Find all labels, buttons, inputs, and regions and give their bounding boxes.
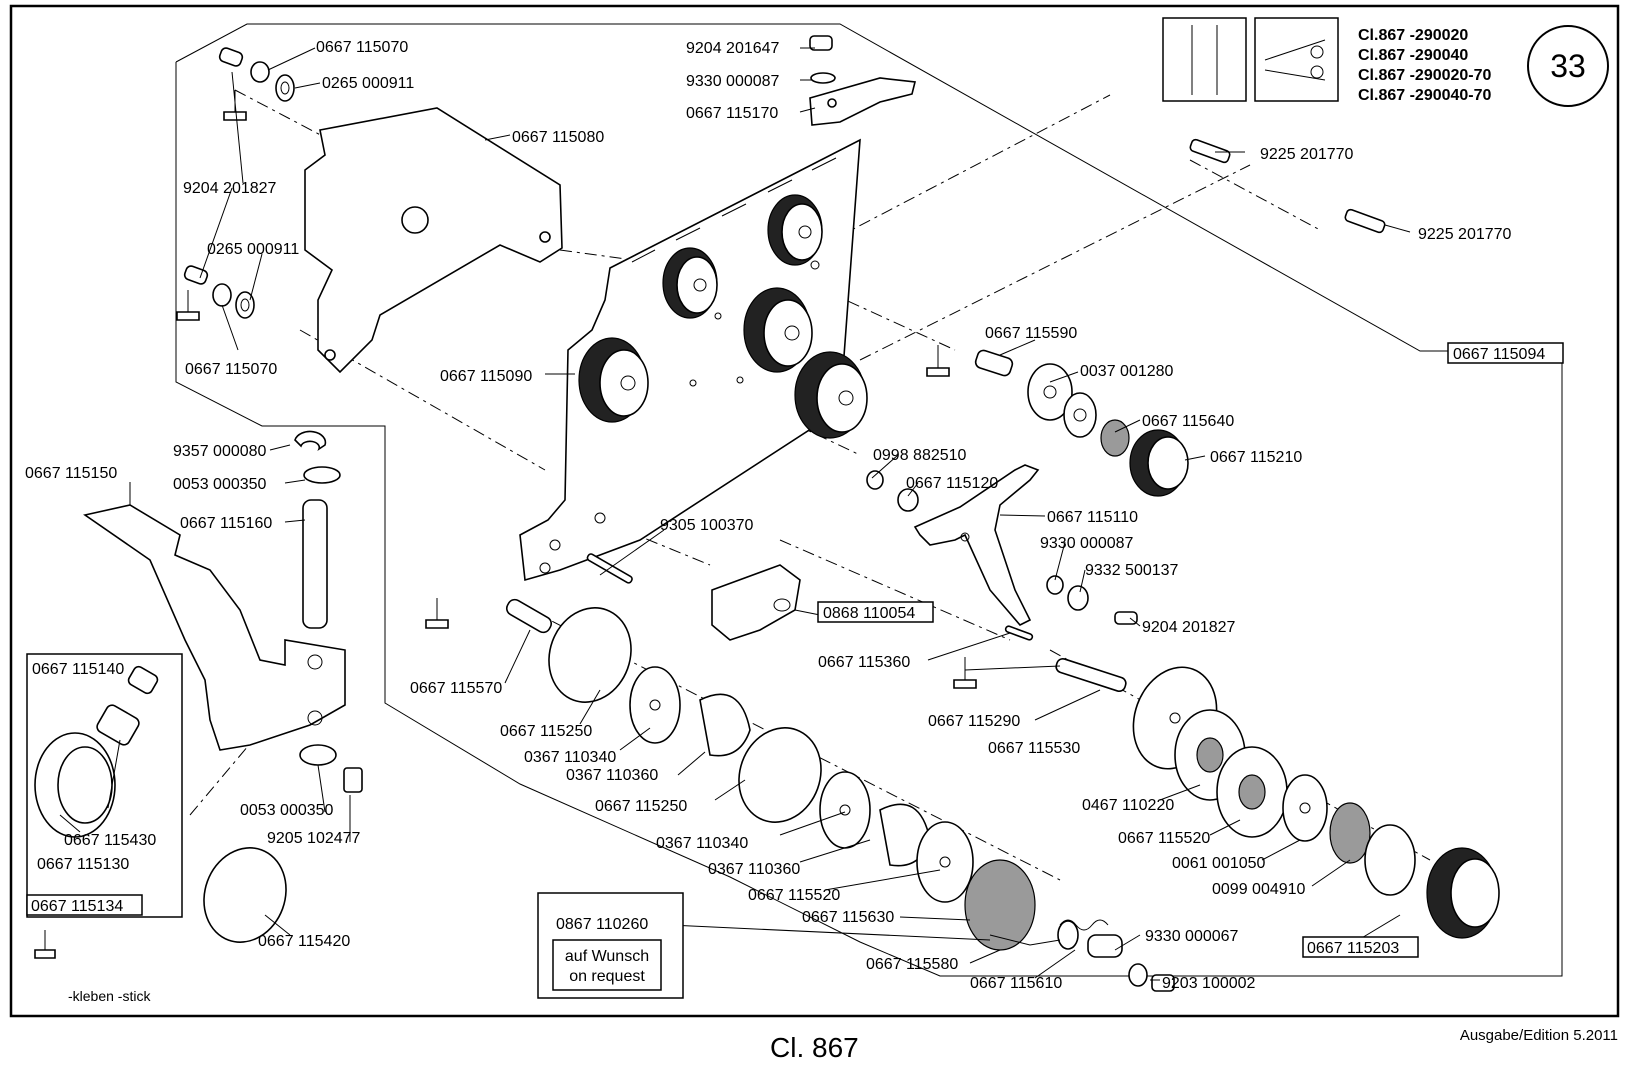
- part-label: 0667 115170: [686, 105, 778, 122]
- part-label: 9225 201770: [1418, 226, 1512, 243]
- tension-units: [578, 194, 868, 439]
- part-label: 0061 001050: [1172, 855, 1266, 872]
- glue-legend-text: -kleben -stick: [68, 988, 151, 1004]
- part-label: 9330 000067: [1145, 928, 1239, 945]
- part-label: 0667 115080: [512, 129, 604, 146]
- part-label: 9205 102477: [267, 830, 361, 847]
- label-box-110054: [817, 601, 934, 623]
- disc-stack-left: [548, 607, 1175, 992]
- part-label: 0053 000350: [173, 476, 267, 493]
- part-label: 0667 115250: [595, 798, 687, 815]
- part-label: 0667 115090: [440, 368, 532, 385]
- page-number: 33: [1550, 48, 1586, 84]
- disc-bottom-left: [203, 847, 287, 943]
- symbol-boxes: [1162, 17, 1339, 102]
- model-line-2: Cl.867 -290040: [1358, 47, 1468, 64]
- part-label: 0667 115070: [316, 39, 408, 56]
- part-label: 0667 115120: [906, 475, 998, 492]
- part-label: 0667 115210: [1210, 449, 1302, 466]
- label-box-115203: [1302, 936, 1419, 958]
- part-label: 0667 115590: [985, 325, 1077, 342]
- part-label: 0467 110220: [1082, 797, 1174, 814]
- part-label: 0099 004910: [1212, 881, 1306, 898]
- footer-title: Cl. 867: [770, 1032, 859, 1063]
- model-line-3: Cl.867 -290020-70: [1358, 67, 1492, 84]
- part-label: 0667 115130: [37, 856, 129, 873]
- part-label: 0667 115250: [500, 723, 592, 740]
- part-labels: 0667 115070 0265 000911 0667 115080 9204…: [25, 39, 1545, 992]
- top-lever: [809, 35, 916, 126]
- part-label: 0265 000911: [322, 75, 414, 92]
- thread-guide: [913, 464, 1138, 626]
- page-frame: [9, 4, 1620, 1018]
- part-label: 0667 115360: [818, 654, 910, 671]
- part-label: 0667 115610: [970, 975, 1062, 992]
- bracket-plate: [304, 107, 563, 374]
- part-label: 0667 115530: [988, 740, 1080, 757]
- disc-stack-right: [1132, 666, 1500, 939]
- part-label: 0667 115110: [1047, 509, 1138, 526]
- spring-small: [989, 919, 1109, 946]
- part-label: 0053 000350: [240, 802, 334, 819]
- part-label: 9204 201647: [686, 40, 780, 57]
- part-label: 0867 110260: [556, 916, 648, 933]
- part-label: 0667 115420: [258, 933, 350, 950]
- part-label: 9204 201827: [1142, 619, 1236, 636]
- part-label: 0667 115094: [1453, 346, 1545, 363]
- part-label: 0367 110360: [708, 861, 800, 878]
- part-label: 0667 115520: [1118, 830, 1210, 847]
- model-line-1: Cl.867 -290020: [1358, 27, 1468, 44]
- part-label: 0998 882510: [873, 447, 967, 464]
- part-label: 9330 000087: [686, 73, 780, 90]
- footer-edition: Ausgabe/Edition 5.2011: [1460, 1027, 1618, 1044]
- switch-bracket: [711, 564, 801, 641]
- note-box-inner: [552, 939, 662, 991]
- part-label: 0367 110340: [524, 749, 616, 766]
- model-line-4: Cl.867 -290040-70: [1358, 87, 1492, 104]
- part-label: 0667 115630: [802, 909, 894, 926]
- part-label: 0667 115570: [410, 680, 502, 697]
- inset-box: [26, 653, 183, 918]
- part-label: 0667 115430: [64, 832, 156, 849]
- part-label: 9330 000087: [1040, 535, 1134, 552]
- part-label: 0265 000911: [207, 241, 299, 258]
- part-label: 0868 110054: [823, 605, 915, 622]
- part-label: 0667 115640: [1142, 413, 1234, 430]
- part-label: 0667 115140: [32, 661, 124, 678]
- part-label: 0667 115580: [866, 956, 958, 973]
- part-label: 0667 115134: [31, 898, 123, 915]
- part-label: 9225 201770: [1260, 146, 1354, 163]
- part-label: 0667 115160: [180, 515, 272, 532]
- page-number-circle: [1527, 25, 1609, 107]
- part-label: 0667 115070: [185, 361, 277, 378]
- screws-left: [183, 47, 295, 319]
- part-label: 0667 115520: [748, 887, 840, 904]
- part-label: 9357 000080: [173, 443, 267, 460]
- part-label: 0367 110340: [656, 835, 748, 852]
- part-label: 0667 115203: [1307, 940, 1399, 957]
- part-label: 9203 100002: [1162, 975, 1256, 992]
- part-label: 0037 001280: [1080, 363, 1174, 380]
- part-label: 9305 100370: [660, 517, 754, 534]
- part-label: 0367 110360: [566, 767, 658, 784]
- part-label: 9204 201827: [183, 180, 277, 197]
- part-label: 0667 115290: [928, 713, 1020, 730]
- label-box-115094: [1447, 342, 1564, 364]
- leader-lines: [59, 47, 1411, 981]
- part-label: 9332 500137: [1085, 562, 1179, 579]
- label-box-115134: [26, 894, 143, 916]
- part-label: 0667 115150: [25, 465, 117, 482]
- note-line-1: auf Wunsch: [565, 948, 649, 965]
- pedal-arm: [83, 430, 363, 793]
- note-line-2: on request: [569, 968, 645, 985]
